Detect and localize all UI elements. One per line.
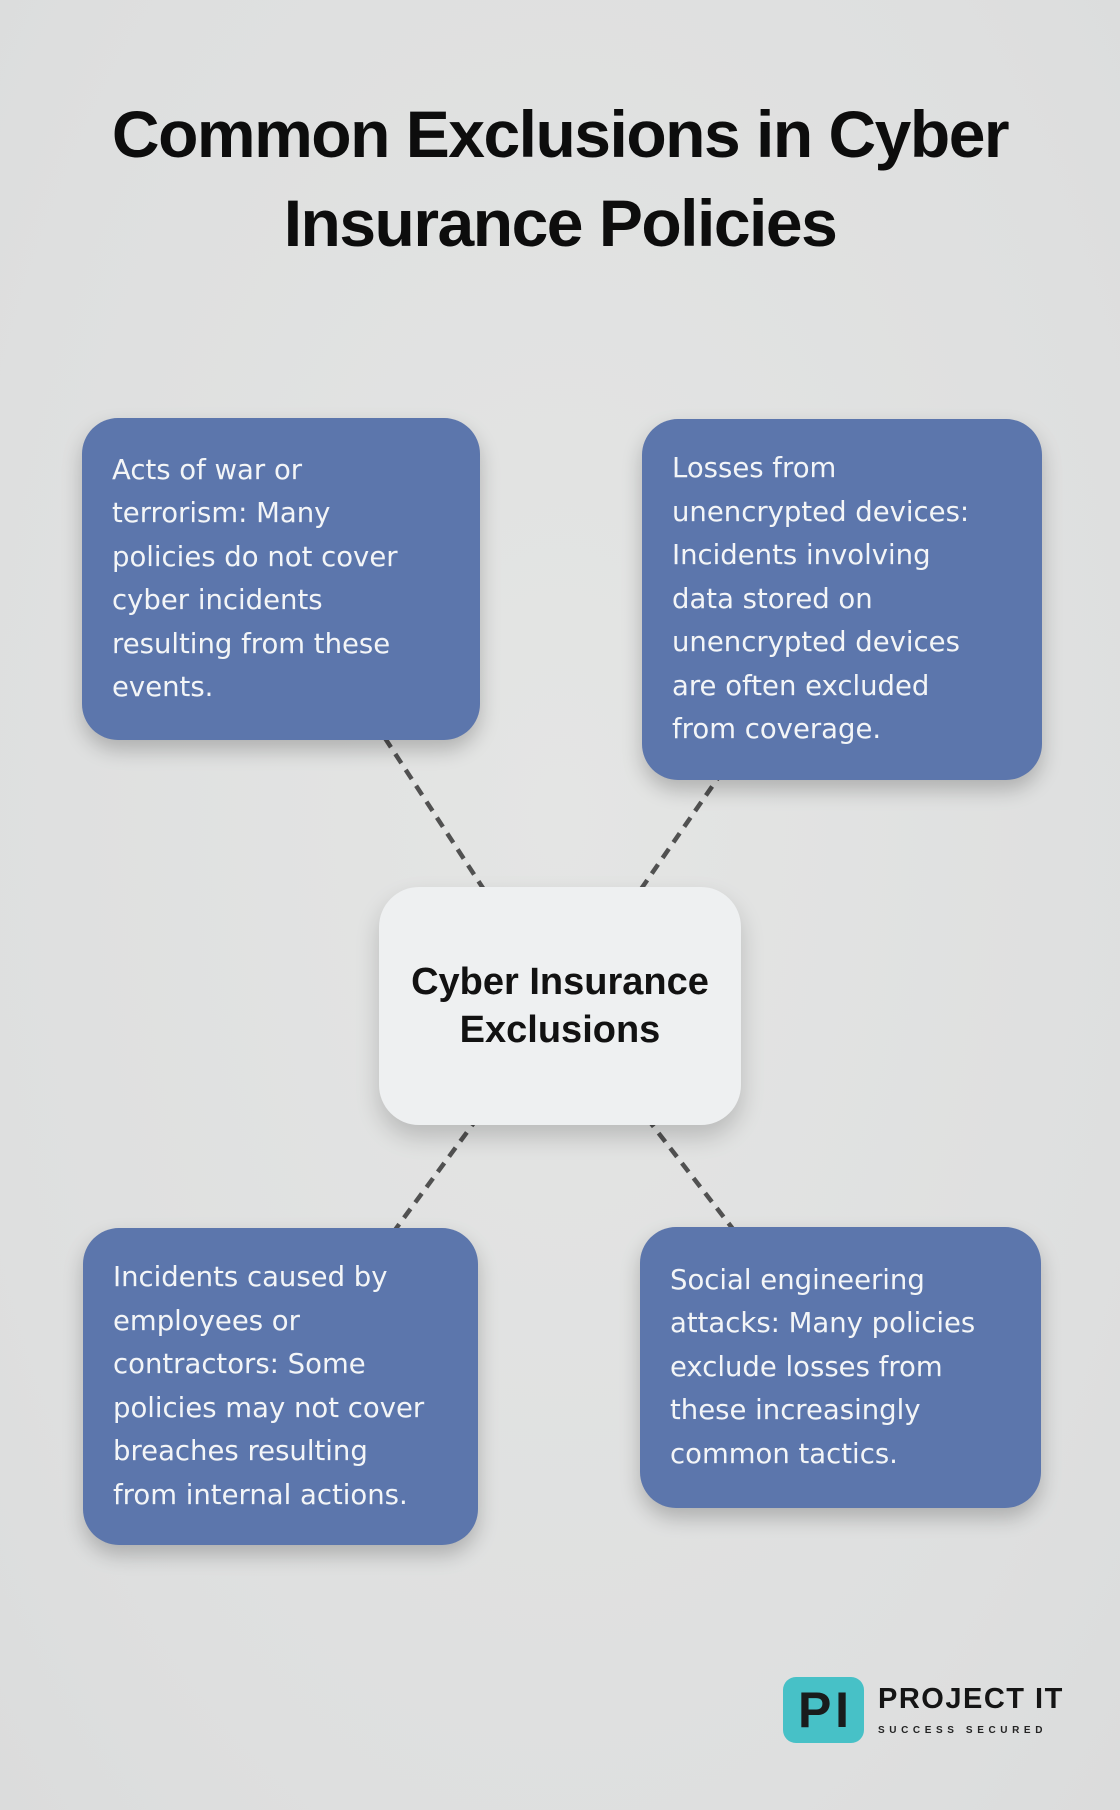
- exclusion-card-war-terrorism: Acts of war or terrorism: Many policies …: [82, 418, 480, 740]
- exclusion-card-text: Losses from unencrypted devices: Inciden…: [672, 452, 970, 746]
- exclusion-card-social-engineering: Social engineering attacks: Many policie…: [640, 1227, 1041, 1508]
- exclusion-card-text: Incidents caused by employees or contrac…: [113, 1261, 425, 1511]
- exclusion-card-internal-actions: Incidents caused by employees or contrac…: [83, 1228, 478, 1545]
- exclusion-card-text: Social engineering attacks: Many policie…: [670, 1263, 976, 1470]
- center-node-label: Cyber Insurance Exclusions: [411, 961, 709, 1051]
- brand-text: PROJECT IT SUCCESS SECURED: [878, 1682, 1064, 1736]
- logo-letter-i: I: [835, 1682, 849, 1738]
- logo-letter-p: P: [798, 1682, 832, 1738]
- exclusion-card-text: Acts of war or terrorism: Many policies …: [112, 453, 398, 704]
- center-node: Cyber Insurance Exclusions: [379, 887, 741, 1125]
- exclusion-card-unencrypted-devices: Losses from unencrypted devices: Inciden…: [642, 419, 1042, 780]
- brand-name: PROJECT IT: [878, 1682, 1064, 1715]
- page-title: Common Exclusions in Cyber Insurance Pol…: [111, 97, 1010, 260]
- brand-tagline: SUCCESS SECURED: [878, 1724, 1048, 1736]
- brand-logo: P I PROJECT IT SUCCESS SECURED: [783, 1677, 1064, 1743]
- project-it-logo-icon: P I: [783, 1677, 864, 1743]
